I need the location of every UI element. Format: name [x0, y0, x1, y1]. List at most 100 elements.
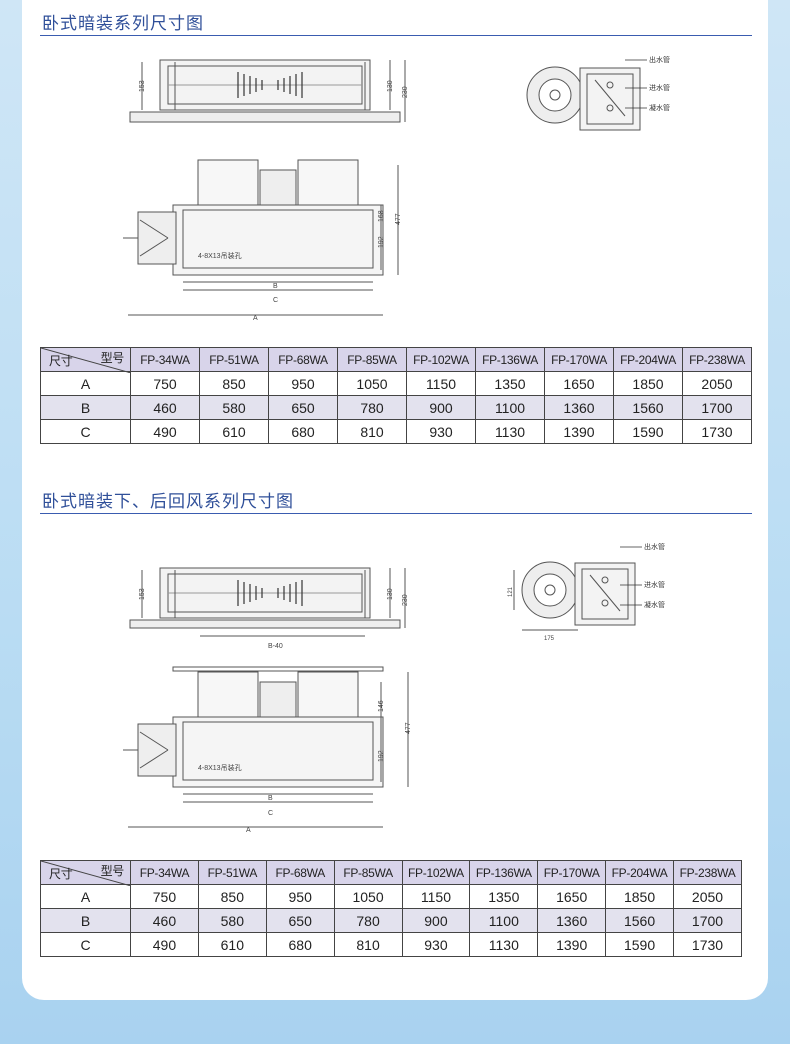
cell: 1650	[537, 884, 607, 909]
s1-dim-153: 153	[139, 80, 146, 92]
s1-dim-168: 168	[378, 210, 385, 222]
table-row: A 750 850 950 1050 1150 1350 1650 1850 2…	[40, 371, 752, 396]
s2-holes-note: 4-8X13吊装孔	[198, 763, 242, 772]
table-row: A 750 850 950 1050 1150 1350 1650 1850 2…	[40, 884, 742, 909]
table-corner-cell: 型号 尺寸	[40, 347, 131, 373]
cell: 1350	[475, 371, 545, 396]
cell: 460	[130, 908, 199, 933]
corner-diagonal	[41, 861, 131, 886]
section1-title: 卧式暗装系列尺寸图	[42, 14, 204, 33]
s2-dim-146: 146	[378, 700, 385, 712]
cell: 1390	[537, 932, 607, 957]
corner-size-label: 尺寸	[49, 354, 73, 368]
cell: 490	[130, 419, 200, 444]
cell: 610	[199, 419, 269, 444]
cell: 680	[268, 419, 338, 444]
s1-end-view: 出水管 进水管 凝水管	[526, 55, 670, 131]
s2-end-view: 出水管 进水管 凝水管 121 175	[508, 542, 665, 642]
s1-outlet-label: 出水管	[649, 55, 670, 64]
cell: 1730	[673, 932, 742, 957]
s1-side-view: 153 130 230	[129, 59, 409, 123]
row-label: C	[40, 932, 131, 957]
s1-dim-b: B	[273, 283, 278, 290]
cell: 810	[337, 419, 407, 444]
s1-dim-c: C	[273, 297, 278, 304]
s2-dim-c: C	[268, 810, 273, 817]
row-label: A	[40, 371, 131, 396]
row-label: B	[40, 395, 131, 420]
table-row: C 490 610 680 810 930 1130 1390 1590 173…	[40, 419, 752, 444]
corner-model-label: 型号	[100, 351, 125, 365]
cell: 900	[406, 395, 476, 420]
cell: 950	[268, 371, 338, 396]
model-header: FP-204WA	[613, 347, 683, 372]
cell: 1730	[682, 419, 752, 444]
content-card	[22, 0, 768, 1000]
corner-diagonal	[41, 348, 131, 373]
section1-rule	[40, 35, 752, 36]
cell: 1100	[475, 395, 545, 420]
cell: 1700	[673, 908, 742, 933]
model-header: FP-238WA	[673, 860, 742, 885]
model-header: FP-170WA	[537, 860, 607, 885]
cell: 1700	[682, 395, 752, 420]
table-row: B 460 580 650 780 900 1100 1360 1560 170…	[40, 395, 752, 420]
cell: 930	[401, 932, 471, 957]
model-header: FP-238WA	[682, 347, 752, 372]
model-header: FP-68WA	[268, 347, 338, 372]
section2-title: 卧式暗装下、后回风系列尺寸图	[42, 492, 294, 511]
s1-dimension-table: 型号 尺寸 FP-34WA FP-51WA FP-68WA FP-85WA FP…	[40, 347, 752, 444]
cell: 1560	[613, 395, 683, 420]
s1-holes-note: 4-8X13吊装孔	[198, 251, 242, 260]
cell: 810	[333, 932, 403, 957]
s2-dim-121: 121	[508, 586, 514, 597]
cell: 580	[199, 395, 269, 420]
s2-dim-175: 175	[544, 636, 555, 642]
cell: 1850	[605, 884, 674, 909]
cell: 1350	[469, 884, 539, 909]
table-row: B 460 580 650 780 900 1100 1360 1560 170…	[40, 908, 742, 933]
s1-dim-a: A	[253, 315, 258, 322]
cell: 1050	[333, 884, 403, 909]
table-corner-cell: 型号 尺寸	[40, 860, 131, 886]
cell: 1050	[337, 371, 407, 396]
model-header: FP-51WA	[199, 347, 269, 372]
s2-dim-477: 477	[405, 722, 412, 734]
cell: 2050	[673, 884, 742, 909]
cell: 1130	[469, 932, 539, 957]
cell: 1150	[401, 884, 471, 909]
model-header: FP-34WA	[130, 347, 200, 372]
cell: 610	[197, 932, 267, 957]
s1-plan-view: 4-8X13吊装孔 B C A 477 168 192	[123, 159, 402, 322]
corner-size-label: 尺寸	[49, 867, 73, 881]
s1-dim-192: 192	[378, 236, 385, 248]
model-header: FP-85WA	[333, 860, 403, 885]
cell: 1390	[544, 419, 614, 444]
cell: 1360	[544, 395, 614, 420]
cell: 680	[265, 932, 335, 957]
s2-dim-b: B	[268, 795, 273, 802]
s2-outlet-label: 出水管	[644, 542, 665, 551]
cell: 650	[268, 395, 338, 420]
cell: 490	[130, 932, 199, 957]
model-header: FP-170WA	[544, 347, 614, 372]
row-label: C	[40, 419, 131, 444]
model-header: FP-34WA	[130, 860, 199, 885]
s2-dim-b40: B-40	[268, 643, 283, 650]
s1-dim-130: 130	[387, 80, 394, 92]
cell: 1150	[406, 371, 476, 396]
table-row: C 490 610 680 810 930 1130 1390 1590 173…	[40, 932, 742, 957]
cell: 460	[130, 395, 200, 420]
cell: 1360	[537, 908, 607, 933]
cell: 2050	[682, 371, 752, 396]
cell: 1650	[544, 371, 614, 396]
model-header: FP-136WA	[469, 860, 539, 885]
s2-inlet-label: 进水管	[644, 580, 665, 589]
s2-drain-label: 凝水管	[644, 600, 665, 609]
s2-dim-153: 153	[139, 588, 146, 600]
cell: 850	[199, 371, 269, 396]
s2-dimension-table: 型号 尺寸 FP-34WA FP-51WA FP-68WA FP-85WA FP…	[40, 860, 742, 957]
model-header: FP-68WA	[265, 860, 335, 885]
s2-dim-a: A	[246, 827, 251, 834]
model-header: FP-102WA	[401, 860, 471, 885]
